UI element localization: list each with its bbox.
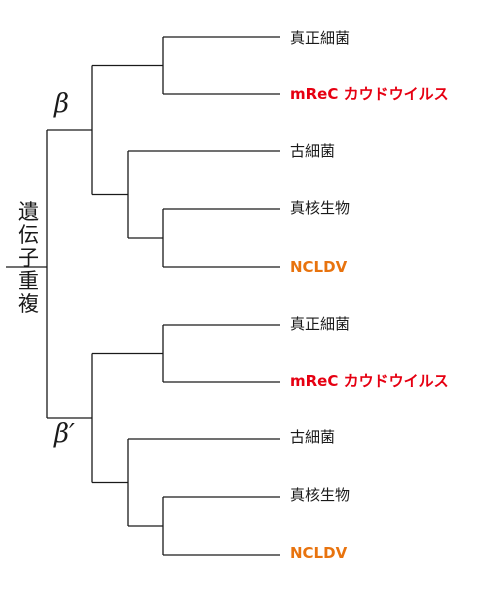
gene-duplication-label-char: 重 [18, 269, 39, 293]
gene-duplication-label-char: 子 [18, 246, 39, 270]
leaf-label: 古細菌 [290, 142, 335, 160]
tree-branches [6, 36, 280, 556]
leaf-label: NCLDV [290, 258, 348, 276]
leaf-label: NCLDV [290, 544, 348, 562]
gene-duplication-label-char: 伝 [18, 223, 39, 247]
leaf-label: mReC カウドウイルス [290, 372, 449, 390]
gene-duplication-label-char: 遺 [18, 200, 39, 224]
beta-prime-branch-label: β′ [53, 419, 75, 449]
leaf-label: 真核生物 [290, 486, 350, 504]
leaf-label: 真核生物 [290, 199, 350, 217]
leaf-label: 真正細菌 [290, 315, 350, 333]
beta-branch-label: β [53, 89, 69, 119]
leaf-label: 真正細菌 [290, 29, 350, 47]
leaf-label: 古細菌 [290, 428, 335, 446]
gene-duplication-label-char: 複 [18, 292, 39, 316]
leaf-label: mReC カウドウイルス [290, 85, 449, 103]
